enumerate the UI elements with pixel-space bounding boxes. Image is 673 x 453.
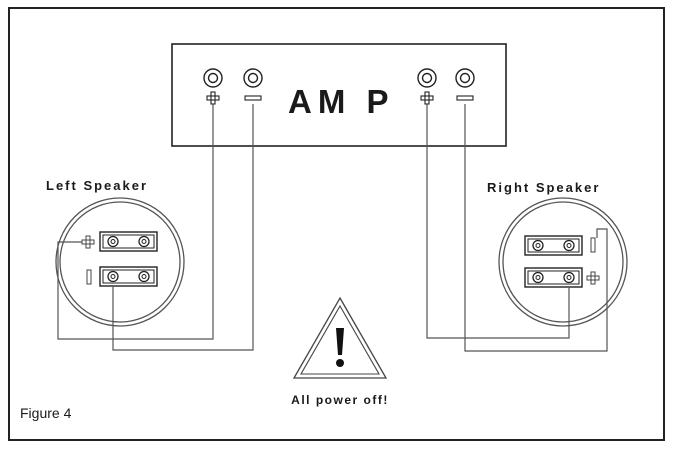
figure-caption: Figure 4 <box>20 405 72 421</box>
wire-right-positive <box>426 104 570 339</box>
right-speaker <box>498 197 628 327</box>
amp-terminal-left-negative <box>243 68 263 88</box>
amp-label: AM P <box>288 83 395 120</box>
warning-label: All power off! <box>291 393 389 407</box>
wire-left-negative <box>112 104 254 351</box>
right-speaker-negative-terminal <box>524 235 583 256</box>
left-speaker-label: Left Speaker <box>46 178 148 193</box>
left-speaker-positive-terminal <box>99 231 158 252</box>
amp-right-minus-sign <box>456 95 474 101</box>
right-speaker-plus-sign <box>586 271 600 285</box>
left-speaker-plus-sign <box>81 235 95 249</box>
figure-border <box>8 7 665 441</box>
amp-terminal-right-positive <box>417 68 437 88</box>
amp-terminal-right-negative <box>455 68 475 88</box>
right-speaker-label: Right Speaker <box>487 180 600 195</box>
wire-right-negative <box>464 104 608 352</box>
left-speaker-negative-terminal <box>99 266 158 287</box>
amp-box <box>171 43 507 147</box>
wire-left-positive <box>57 104 214 340</box>
speaker-wires <box>57 104 608 352</box>
warning-triangle-icon <box>292 296 388 379</box>
right-speaker-minus-sign <box>590 237 596 253</box>
amp-left-minus-sign <box>244 95 262 101</box>
right-speaker-positive-terminal <box>524 267 583 288</box>
amp-terminal-left-positive <box>203 68 223 88</box>
left-speaker-minus-sign <box>86 269 92 285</box>
left-speaker <box>55 197 185 327</box>
